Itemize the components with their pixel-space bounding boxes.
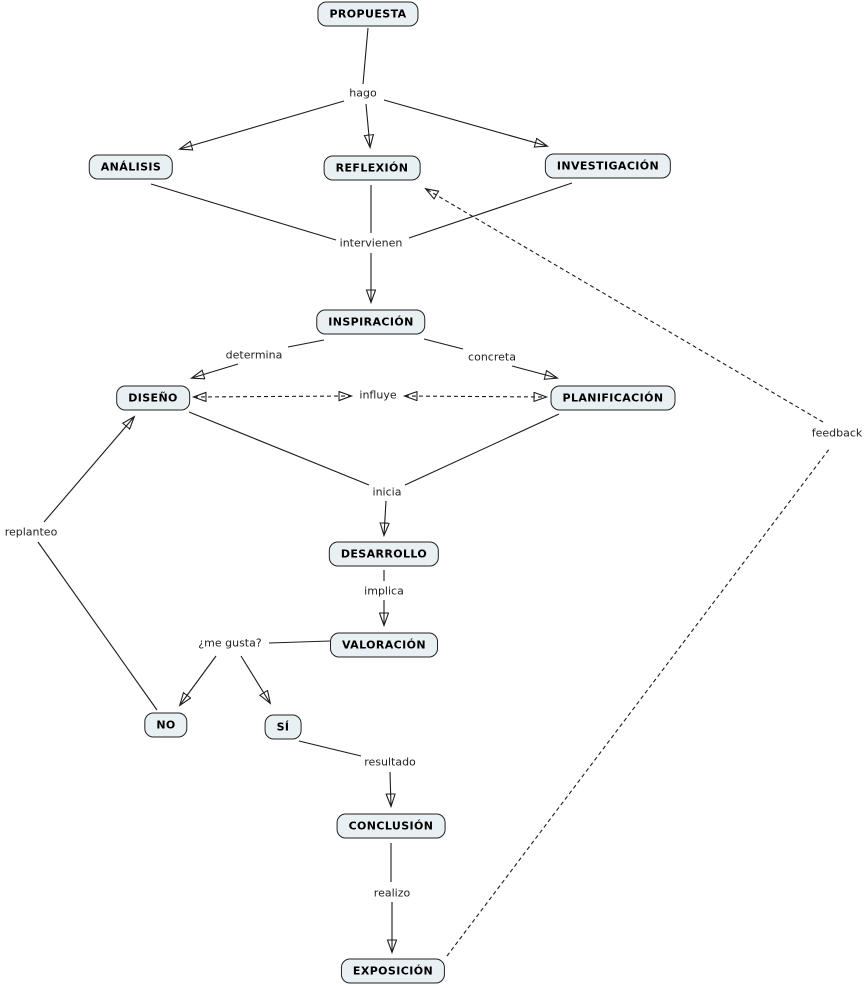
- edge-planificacion-inicia: [404, 413, 560, 486]
- node-reflexion[interactable]: REFLEXIÓN: [323, 155, 421, 181]
- edge-propuesta-hago: [362, 27, 369, 85]
- node-planificacion[interactable]: PLANIFICACIÓN: [550, 385, 676, 411]
- node-propuesta[interactable]: PROPUESTA: [317, 1, 419, 27]
- link-label-implica[interactable]: implica: [362, 584, 406, 598]
- link-label-determina[interactable]: determina: [223, 348, 285, 362]
- edge-analisis-intervienen: [150, 183, 337, 241]
- dashed-arrow-diseno-influye: [194, 396, 351, 397]
- edge-valoracion-megusta: [268, 640, 331, 644]
- link-label-intervienen[interactable]: intervienen: [337, 236, 405, 250]
- arrow-concreta-planificacion: [511, 365, 557, 378]
- edge-inspiracion-determina: [287, 339, 325, 348]
- edge-inspiracion-concreta: [423, 338, 464, 350]
- link-label-realizo[interactable]: realizo: [371, 886, 413, 900]
- link-label-replanteo[interactable]: replanteo: [2, 525, 60, 539]
- arrow-determina-diseno: [192, 363, 239, 378]
- arrow-hago-analisis: [180, 100, 345, 149]
- link-label-feedback[interactable]: feedback: [809, 426, 865, 440]
- arrow-hago-investigacion: [383, 99, 547, 146]
- edge-diseno-inicia: [188, 411, 370, 486]
- node-exposicion[interactable]: EXPOSICIÓN: [340, 958, 446, 984]
- node-no[interactable]: NO: [144, 712, 188, 738]
- arrow-megusta-no: [180, 655, 217, 705]
- arrow-hago-reflexion: [366, 103, 370, 147]
- edge-investigacion-intervienen: [408, 182, 573, 239]
- arrow-megusta-si: [240, 655, 270, 703]
- link-label-concreta[interactable]: concreta: [466, 350, 518, 364]
- node-desarrollo[interactable]: DESARROLLO: [328, 541, 440, 567]
- node-inspiracion[interactable]: INSPIRACIÓN: [316, 309, 426, 335]
- link-label-me-gusta[interactable]: ¿me gusta?: [196, 636, 264, 650]
- link-label-resultado[interactable]: resultado: [362, 755, 418, 769]
- node-analisis[interactable]: ANÁLISIS: [88, 154, 174, 180]
- edge-no-replanteo: [37, 541, 158, 711]
- arrow-inicia-desarrollo: [384, 500, 386, 535]
- node-valoracion[interactable]: VALORACIÓN: [330, 632, 438, 658]
- link-label-influye[interactable]: influye: [357, 388, 399, 402]
- node-si[interactable]: SÍ: [264, 714, 302, 740]
- link-label-hago[interactable]: hago: [347, 86, 379, 100]
- dashed-arrow-influye-planificacion: [405, 396, 546, 397]
- node-diseno[interactable]: DISEÑO: [116, 385, 190, 411]
- node-conclusion[interactable]: CONCLUSIÓN: [336, 813, 446, 839]
- arrow-replanteo-diseno: [43, 417, 134, 523]
- edge-si-resultado: [298, 740, 362, 757]
- node-investigacion[interactable]: INVESTIGACIÓN: [544, 153, 672, 179]
- arrow-resultado-conclusion: [390, 771, 391, 806]
- link-label-inicia[interactable]: inicia: [370, 485, 404, 499]
- dashed-edge-exposicion-feedback: [446, 447, 831, 957]
